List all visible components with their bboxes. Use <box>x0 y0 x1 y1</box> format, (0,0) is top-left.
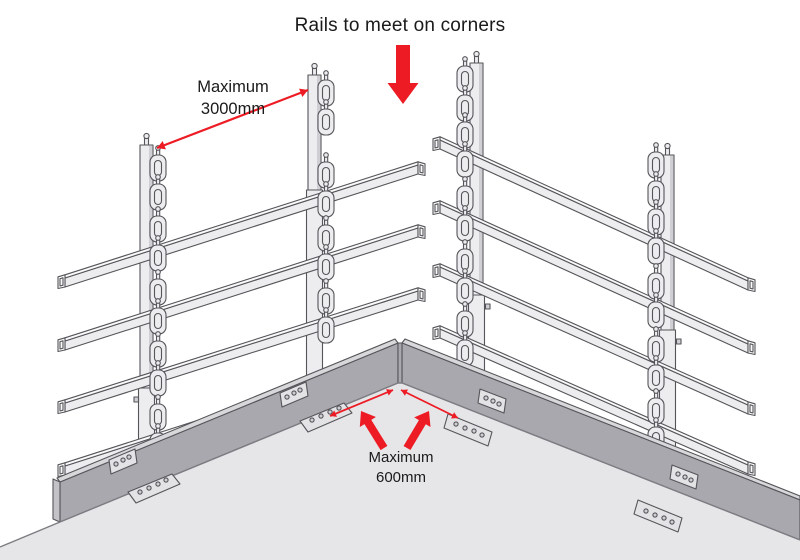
corner-distance-label-line2: 600mm <box>376 469 426 486</box>
corner-distance-label-line1: Maximum <box>368 449 433 466</box>
clamps-group <box>149 56 665 460</box>
posts-group <box>133 50 682 456</box>
roof-group <box>0 382 800 560</box>
corner-pointer-right-icon <box>403 411 431 451</box>
post-spacing-label-line2: 3000mm <box>201 100 265 118</box>
diagram-title: Rails to meet on corners <box>295 15 506 36</box>
corner-distance-arrow-3000 <box>156 88 309 150</box>
annotation-arrows-group <box>156 45 459 451</box>
structure-graphics <box>0 45 800 560</box>
down-arrow-icon <box>387 45 419 104</box>
corner-distance-arrow-right-icon <box>400 389 459 419</box>
post-spacing-label-line1: Maximum <box>197 78 269 96</box>
corner-pointer-left-icon <box>359 411 388 451</box>
fascia-group <box>52 338 800 541</box>
plates-group <box>127 402 683 533</box>
corner-distance-arrow-left-icon <box>329 389 394 417</box>
